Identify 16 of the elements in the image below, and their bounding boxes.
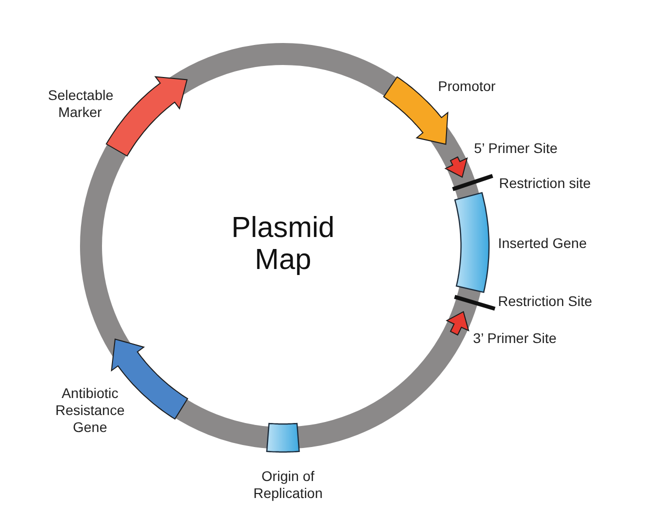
diagram-title: Plasmid Map [230,212,336,276]
restriction-site-marker [452,174,494,192]
feature-label: 5’ Primer Site [474,140,559,157]
feature-label: 3’ Primer Site [473,330,558,347]
primer-site-marker [444,156,468,178]
gene-segment [266,422,300,453]
feature-label: Restriction Site [498,293,594,310]
restriction-site-marker [454,294,496,311]
gene-segment [454,192,490,294]
feature-label: Restriction site [499,175,592,192]
feature-label: Promotor [438,78,497,95]
feature-label: Origin of Replication [252,468,324,502]
feature-label: Antibiotic Resistance Gene [54,385,126,436]
feature-label: Selectable Marker [48,87,112,121]
primer-site-marker [446,310,470,336]
feature-label: Inserted Gene [498,235,588,252]
